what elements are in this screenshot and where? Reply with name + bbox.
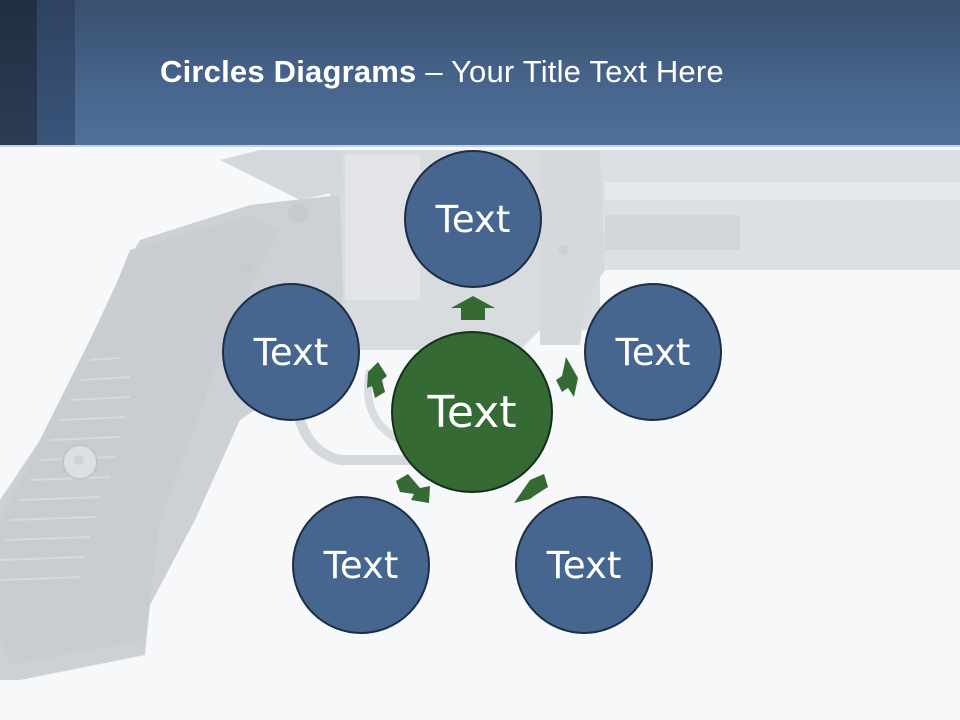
circle-bottom-right-label: Text — [546, 543, 622, 587]
circle-bottom-right[interactable]: Text — [515, 496, 653, 634]
circle-bottom-left-label: Text — [323, 543, 399, 587]
title-bold: Circles Diagrams — [160, 54, 417, 89]
header-divider — [0, 145, 960, 147]
title-rest: Your Title Text Here — [451, 54, 724, 89]
title-bar: Circles Diagrams – Your Title Text Here — [0, 0, 960, 145]
header-accent-strip — [37, 0, 75, 145]
circle-right[interactable]: Text — [584, 283, 722, 421]
header-accent-strip-dark — [0, 0, 37, 145]
circle-right-label: Text — [615, 330, 691, 374]
title-separator: – — [416, 54, 452, 89]
circle-center[interactable]: Text — [391, 331, 553, 493]
circle-left-label: Text — [253, 330, 329, 374]
circle-top-label: Text — [435, 197, 511, 241]
slide-title: Circles Diagrams – Your Title Text Here — [160, 54, 724, 90]
circle-center-label: Text — [427, 386, 517, 438]
circle-bottom-left[interactable]: Text — [292, 496, 430, 634]
circle-top[interactable]: Text — [404, 150, 542, 288]
circle-left[interactable]: Text — [222, 283, 360, 421]
